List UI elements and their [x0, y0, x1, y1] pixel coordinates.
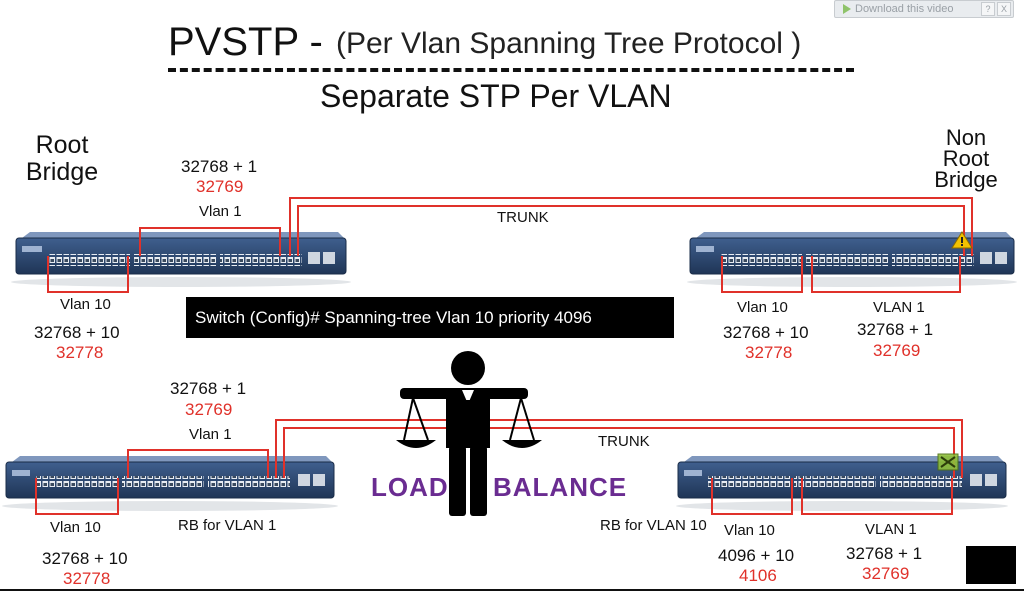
br-vlan1-result: 32769: [862, 564, 910, 583]
bracket-top-left-vlan1: [139, 227, 281, 256]
bracket-bottom-right-vlan10: [711, 478, 793, 515]
bottom-red-lines: [35, 419, 963, 515]
br-vlan1-calc: 32768 + 1: [846, 544, 923, 563]
spanning-tree-command: Switch (Config)# Spanning-tree Vlan 10 p…: [195, 307, 592, 327]
non-root-bridge-label: Non Root Bridge: [930, 125, 1002, 192]
tl-vlan1-label: Vlan 1: [199, 203, 242, 220]
bracket-top-left-vlan10: [47, 256, 129, 293]
tl-vlan10-label: Vlan 10: [60, 296, 111, 313]
play-icon: [843, 4, 851, 14]
br-vlan10-result: 4106: [739, 566, 777, 585]
bracket-top-right-vlan10: [721, 256, 803, 293]
bl-vlan10-calc: 32768 + 10: [42, 549, 128, 568]
bracket-bottom-left-vlan1: [127, 449, 269, 478]
tl-vlan1-result: 32769: [196, 177, 244, 196]
bl-vlan1-calc: 32768 + 1: [170, 379, 247, 398]
non-root-line2: Root: [942, 146, 990, 171]
bl-vlan1-result: 32769: [185, 400, 233, 419]
br-vlan10-label: Vlan 10: [724, 522, 775, 539]
bl-vlan10-label: Vlan 10: [50, 519, 101, 536]
trunk-bottom-outer: [275, 419, 963, 478]
switch-top-right: [687, 232, 1017, 287]
root-bridge-line2: Bridge: [25, 158, 99, 186]
root-bridge-line1: Root: [35, 131, 89, 159]
trunk-bottom-label: TRUNK: [598, 433, 650, 450]
tr-vlan1-result: 32769: [873, 341, 921, 360]
root-bridge-label: Root Bridge: [24, 132, 100, 186]
tl-vlan1-calc: 32768 + 1: [181, 157, 258, 176]
bl-rb-label: RB for VLAN 1: [178, 517, 277, 534]
top-red-lines: [47, 197, 973, 293]
bracket-top-right-vlan1: [811, 256, 961, 293]
br-vlan1-label: VLAN 1: [865, 521, 917, 538]
download-video-link[interactable]: Download this video: [855, 3, 954, 15]
switch-bottom-left: [2, 456, 338, 511]
br-vlan10-calc: 4096 + 10: [718, 546, 795, 565]
br-rb-label: RB for VLAN 10: [600, 517, 707, 534]
tl-vlan10-calc: 32768 + 10: [34, 323, 120, 342]
page-title-expansion: (Per Vlan Spanning Tree Protocol ): [336, 27, 802, 60]
switch-bottom-right: [676, 456, 1008, 511]
trunk-top-inner: [297, 205, 965, 256]
warning-icon: [951, 231, 973, 249]
trunk-bottom-inner: [283, 427, 955, 478]
tr-vlan1-label: VLAN 1: [873, 299, 925, 316]
tr-vlan10-label: Vlan 10: [737, 299, 788, 316]
bottom-divider: [0, 589, 1024, 591]
balance-label: BALANCE: [493, 472, 628, 502]
tr-vlan1-calc: 32768 + 1: [857, 320, 934, 339]
switch-top-left: [11, 232, 351, 287]
tr-vlan10-result: 32778: [745, 343, 793, 362]
load-label: LOAD: [371, 472, 449, 502]
page-subtitle: Separate STP Per VLAN: [320, 78, 672, 114]
bl-vlan1-label: Vlan 1: [189, 426, 232, 443]
close-button[interactable]: X: [997, 2, 1011, 16]
tr-vlan10-calc: 32768 + 10: [723, 323, 809, 342]
trunk-top-label: TRUNK: [497, 209, 549, 226]
video-overlay-box: [966, 546, 1016, 584]
non-root-line1: Non: [945, 125, 987, 150]
download-video-bar[interactable]: Download this video ? X: [834, 0, 1014, 18]
command-bar: Switch (Config)# Spanning-tree Vlan 10 p…: [186, 297, 674, 338]
bl-vlan10-result: 32778: [63, 569, 111, 588]
trunk-top-outer: [289, 197, 973, 256]
balance-scale-person-icon: [396, 351, 542, 516]
page-title: PVSTP -: [168, 20, 323, 64]
tl-vlan10-result: 32778: [56, 343, 104, 362]
help-button[interactable]: ?: [981, 2, 995, 16]
title-dashed-underline: [168, 68, 854, 72]
bracket-bottom-left-vlan10: [35, 478, 119, 515]
non-root-line3: Bridge: [934, 167, 998, 192]
blocked-port-icon: [937, 453, 959, 471]
bracket-bottom-right-vlan1: [801, 478, 953, 515]
